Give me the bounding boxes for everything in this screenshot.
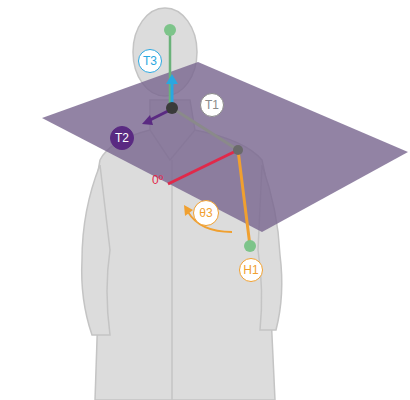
h1-segment [238,150,250,246]
rotation-arrowhead [184,205,193,216]
angle-label: θ3 [193,200,219,226]
joint-label: T3 [138,49,162,73]
t3-segment [169,30,172,108]
node-text: θ3 [199,207,212,219]
joint-label: H1 [239,258,263,282]
elbow-joint [244,240,256,252]
left-arm [82,165,110,335]
node-text: H1 [243,264,258,276]
shoulder-joint [233,145,243,155]
t2-arrowhead [142,115,153,125]
plane [42,62,408,232]
node-text: T2 [115,132,129,144]
shirt-placket [171,160,173,400]
head-joint [164,24,176,36]
node-text: T3 [143,55,157,67]
angle-label: 0º [152,173,163,187]
joint-label: T1 [200,93,224,117]
spine-joint [166,102,178,114]
t3-arrowhead [166,74,178,84]
node-text: T1 [205,99,219,111]
joint-label: T2 [110,126,134,150]
zero-reference [168,150,238,184]
